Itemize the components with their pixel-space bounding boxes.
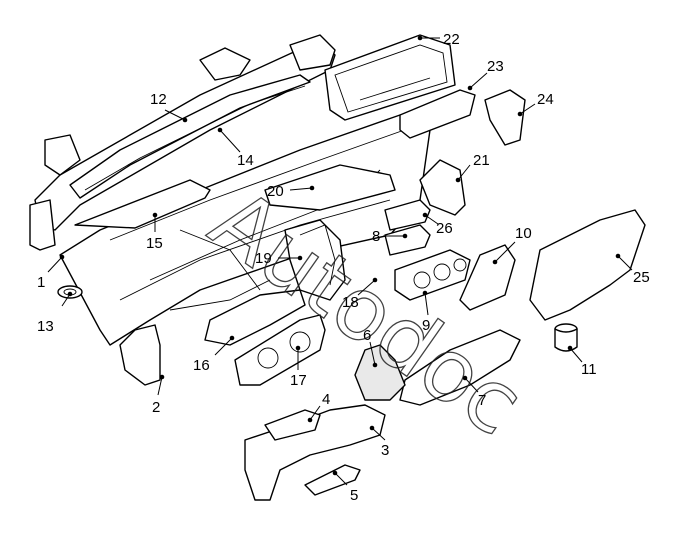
callout-26: 26: [436, 220, 453, 237]
callout-21: 21: [473, 152, 490, 169]
part-6-gear-boot: [354, 344, 406, 401]
callout-1: 1: [37, 274, 45, 291]
callout-25: 25: [633, 269, 650, 286]
part-11-knob: [554, 323, 578, 352]
callout-9: 9: [422, 317, 430, 334]
leader-lines: [47, 37, 633, 486]
part-23-tray: [399, 89, 476, 139]
callout-3: 3: [381, 442, 389, 459]
callout-11: 11: [581, 361, 597, 378]
part-cross-beam: [29, 34, 336, 251]
callout-6: 6: [363, 327, 371, 344]
callout-23: 23: [487, 58, 504, 75]
part-4-pocket: [264, 409, 321, 441]
callout-16: 16: [193, 357, 210, 374]
part-10-switch-panel: [459, 244, 516, 311]
part-20-centre-top-cover: [264, 164, 396, 211]
callout-13: 13: [37, 318, 54, 335]
leader-dots: [59, 35, 621, 476]
part-7-lower-centre-trim: [399, 329, 521, 406]
part-steering-column: [284, 219, 346, 301]
callout-7: 7: [478, 392, 486, 409]
part-24-side-cap: [484, 89, 526, 146]
part-21-side-vent: [419, 159, 466, 216]
part-25-right-panel: [529, 209, 646, 321]
callout-24: 24: [537, 91, 554, 108]
callout-12: 12: [150, 91, 167, 108]
callout-22: 22: [443, 31, 460, 48]
part-8-26-centre-vents: [384, 199, 431, 256]
part-16-cluster-hood: [204, 289, 306, 346]
callout-8: 8: [372, 228, 380, 245]
part-15-top-panel: [74, 179, 211, 229]
callout-labels: 1 2 3 4 5 6 7 8 9 10 11 12 13 14 15 16 1…: [37, 31, 650, 504]
callout-10: 10: [515, 225, 532, 242]
callout-5: 5: [350, 487, 358, 504]
callout-20: 20: [267, 183, 284, 200]
part-22-glovebox-lid: [324, 34, 456, 121]
callout-17: 17: [290, 372, 307, 389]
part-heater-control: [394, 249, 471, 301]
callout-19: 19: [255, 250, 272, 267]
callout-15: 15: [146, 235, 163, 252]
part-17-instrument-cluster: [234, 314, 326, 386]
callout-18: 18: [342, 294, 359, 311]
part-5-cover-plate: [304, 464, 361, 496]
callout-2: 2: [152, 399, 160, 416]
callout-14: 14: [237, 152, 254, 169]
part-2-left-vent: [119, 324, 161, 386]
callout-4: 4: [322, 391, 330, 408]
